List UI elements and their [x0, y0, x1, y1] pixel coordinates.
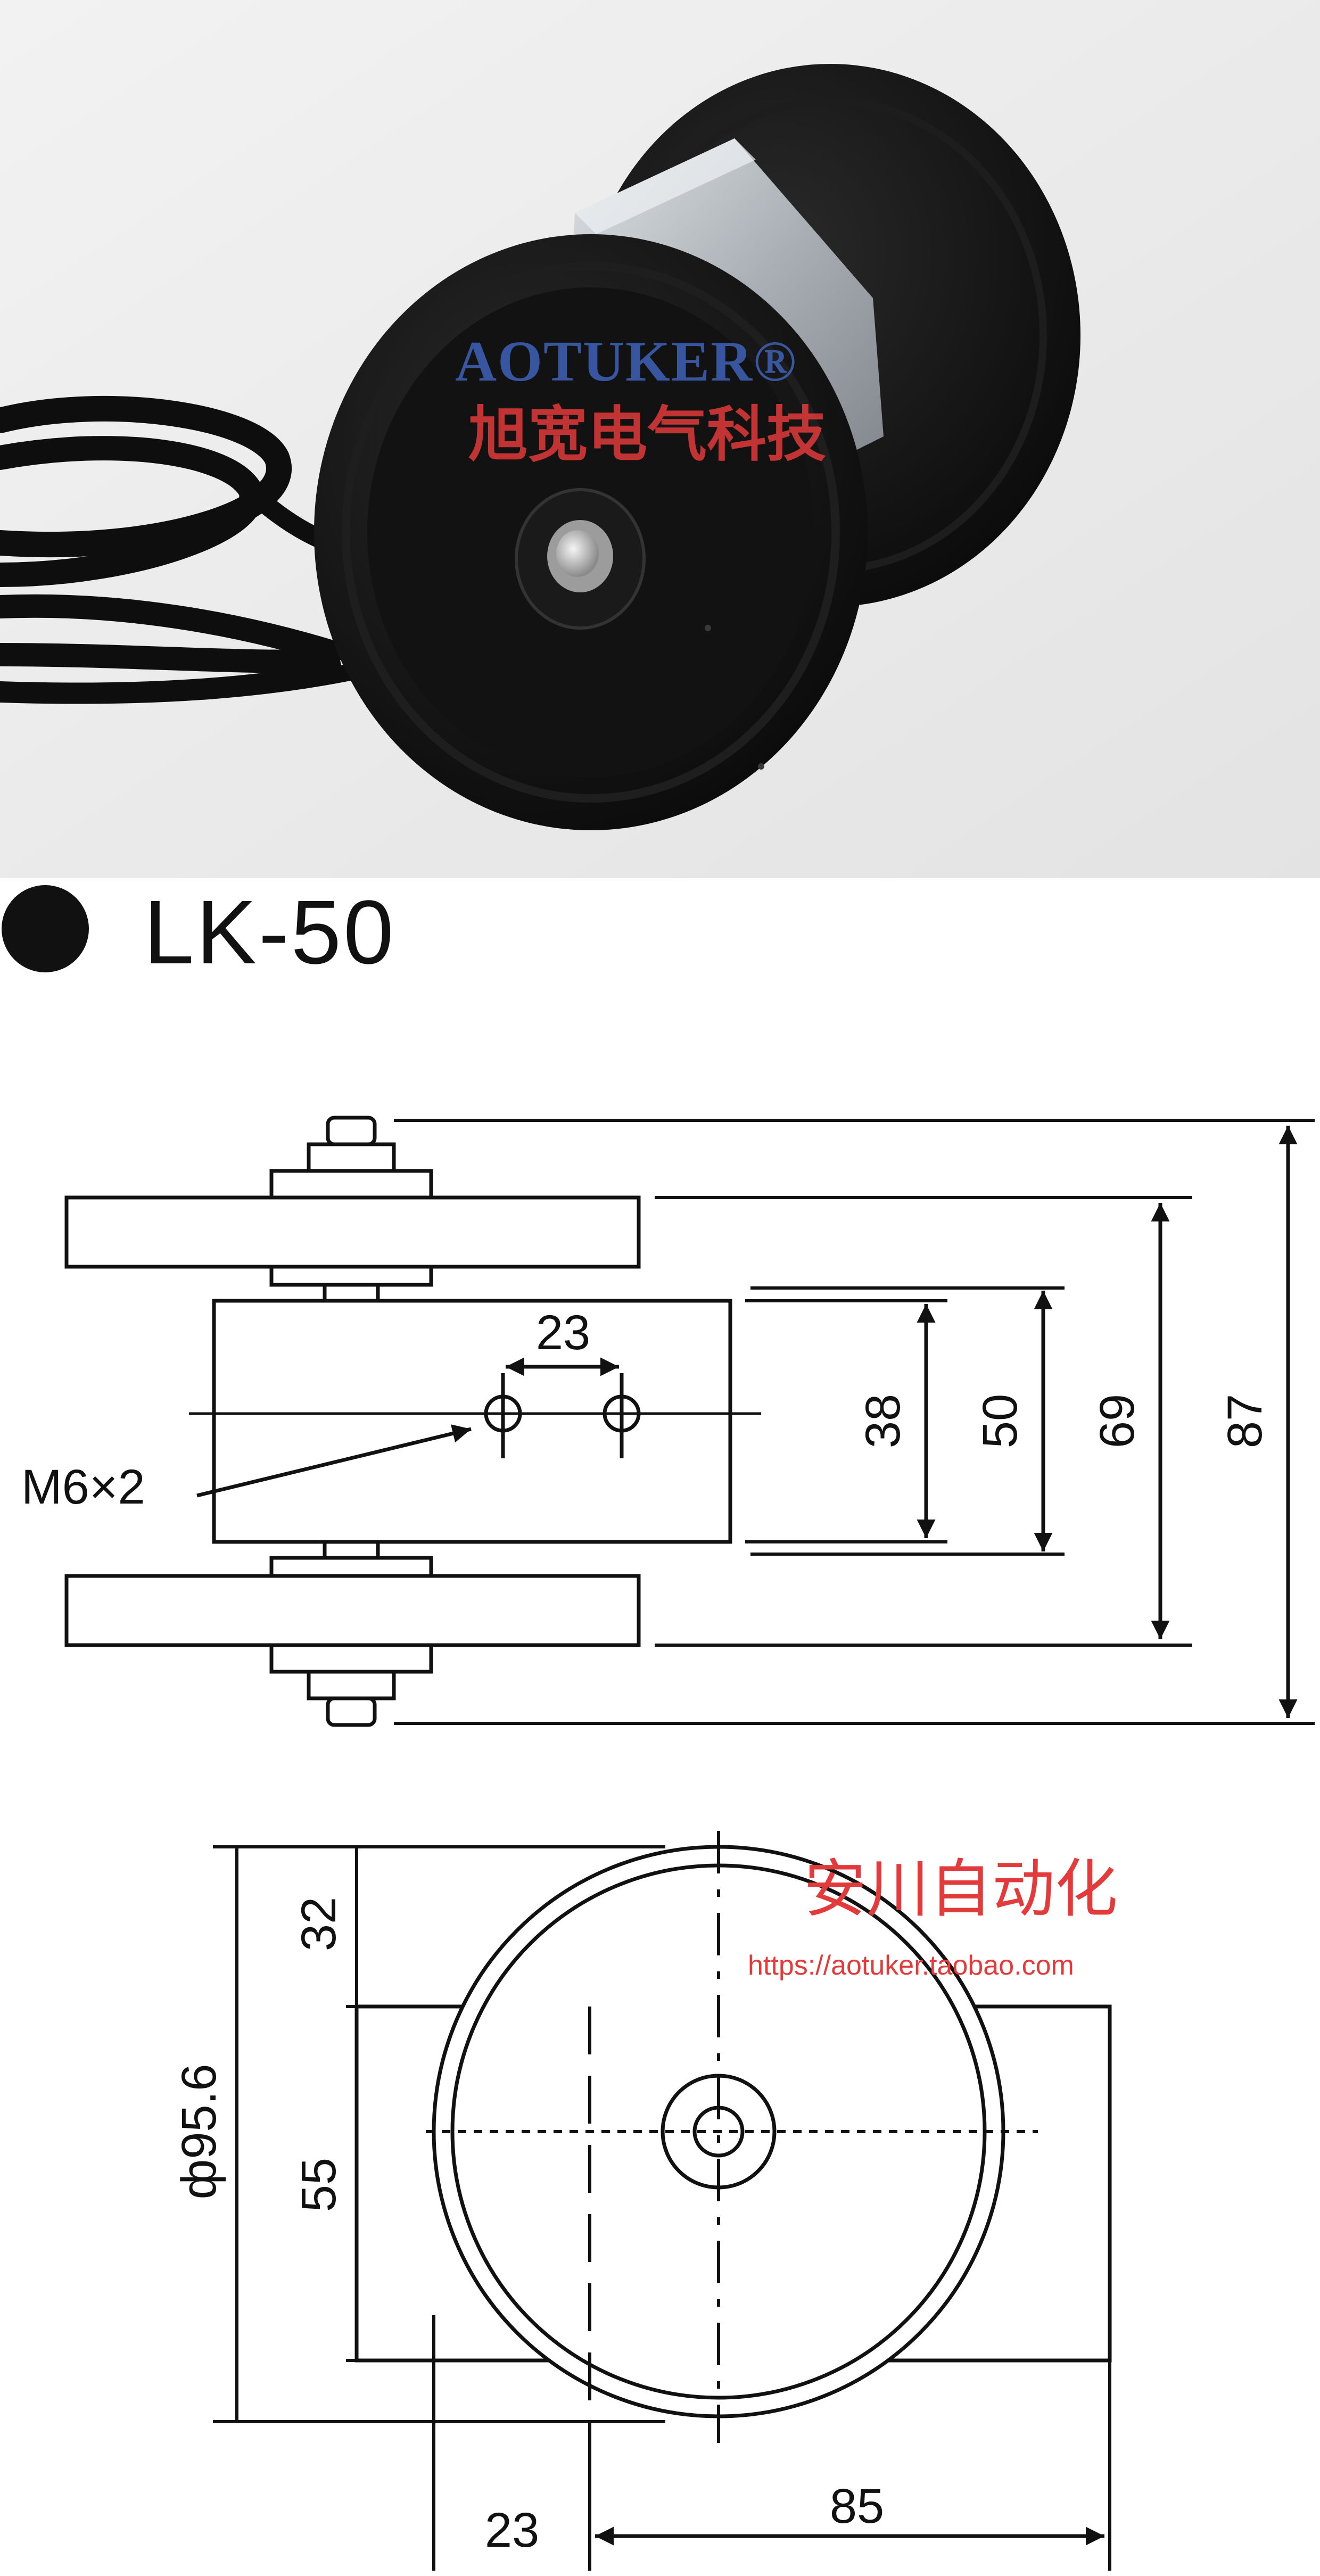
dim-23-front: 23 — [485, 2503, 539, 2557]
dim-hole-spacing: 23 — [536, 1306, 590, 1360]
watermark-brand: AOTUKER® — [455, 330, 797, 393]
dim-diameter: ф95.6 — [172, 2064, 226, 2200]
side-dimension-arrows — [196, 1126, 1298, 1718]
side-view — [64, 1116, 761, 1727]
front-extension-lines — [213, 1845, 1111, 2571]
top-wheel — [64, 1195, 641, 1269]
thread-label: M6×2 — [21, 1460, 145, 1514]
encoder-body — [212, 1299, 732, 1544]
dim-87: 87 — [1218, 1394, 1272, 1448]
dim-38: 38 — [856, 1394, 910, 1448]
model-bullet — [2, 885, 89, 972]
technical-drawing: LK-50 — [2, 882, 1315, 2571]
dim-69: 69 — [1090, 1394, 1144, 1448]
shop-name: 安川自动化 — [804, 1854, 1118, 1925]
product-photo: AOTUKER® 旭宽电气科技 — [0, 0, 1320, 878]
dim-85: 85 — [830, 2479, 884, 2533]
side-extension-lines — [394, 1119, 1315, 1725]
watermark-cn: 旭宽电气科技 — [468, 400, 826, 469]
dim-32: 32 — [292, 1897, 346, 1951]
dim-50: 50 — [973, 1394, 1027, 1448]
dim-55: 55 — [292, 2158, 346, 2212]
hub-bolt — [556, 530, 599, 577]
model-title: LK-50 — [144, 882, 396, 983]
bottom-wheel — [64, 1574, 641, 1647]
shop-url: https://aotuker.taobao.com — [748, 1950, 1074, 1981]
